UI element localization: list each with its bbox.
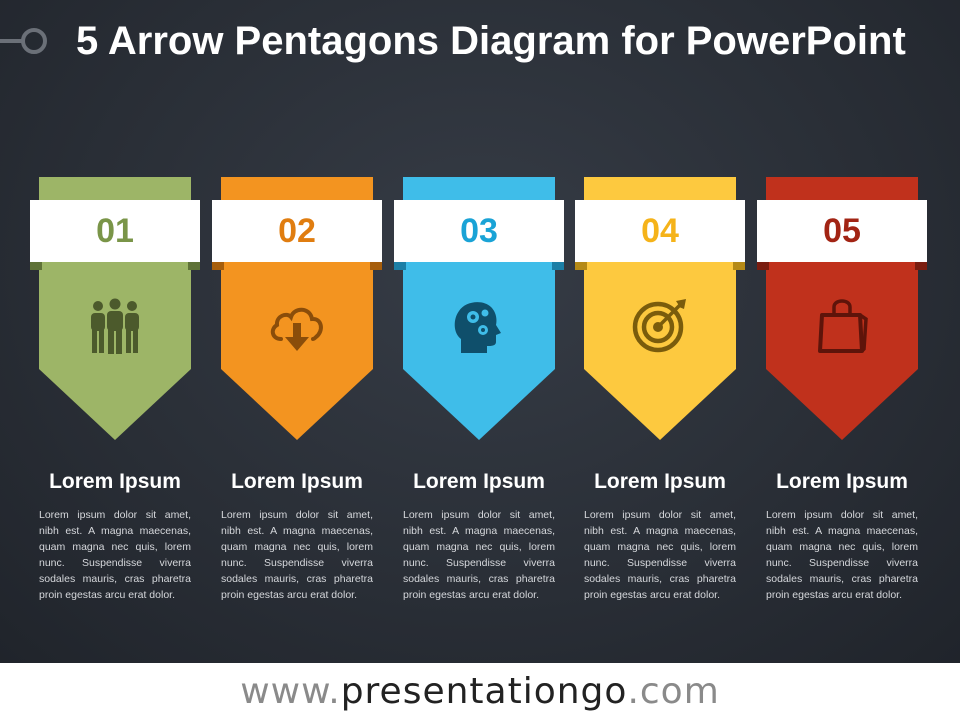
item-heading: Lorem Ipsum [776,470,908,493]
item-body: Lorem ipsum dolor sit amet, nibh est. A … [403,509,555,601]
item-heading: Lorem Ipsum [231,470,363,493]
item-number: 01 [30,200,200,262]
tab-fold [575,262,587,270]
item-number: 03 [394,200,564,262]
footer-brand: presentationgo [340,671,628,712]
tab-fold [552,262,564,270]
tab-fold [370,262,382,270]
footer-prefix: www. [240,671,341,712]
page-title: 5 Arrow Pentagons Diagram for PowerPoint [76,19,906,63]
pentagon-item-2: 02 Lorem Ipsum Lorem ipsum dolor sit ame… [212,0,402,663]
tab-fold [394,262,406,270]
pentagon-item-1: 01 Lorem Ipsum Lorem ipsum dolor sit ame… [30,0,220,663]
pentagon-item-5: 05 Lorem Ipsum Lorem ipsum dolor sit ame… [757,0,947,663]
item-body: Lorem ipsum dolor sit amet, nibh est. A … [584,509,736,601]
item-heading: Lorem Ipsum [594,470,726,493]
item-number: 05 [757,200,927,262]
footer-suffix: .com [627,671,720,712]
item-number: 02 [212,200,382,262]
head-gears-icon [454,302,501,353]
item-body: Lorem ipsum dolor sit amet, nibh est. A … [766,509,918,601]
item-body: Lorem ipsum dolor sit amet, nibh est. A … [221,509,373,601]
item-heading: Lorem Ipsum [413,470,545,493]
tab-fold [212,262,224,270]
tab-fold [757,262,769,270]
tab-fold [188,262,200,270]
item-body: Lorem ipsum dolor sit amet, nibh est. A … [39,509,191,601]
tab-fold [915,262,927,270]
pentagon-item-3: 03 Lorem Ipsum Lorem ipsum dolor sit ame… [394,0,584,663]
hook-decoration-icon [0,28,47,54]
slide: 5 Arrow Pentagons Diagram for PowerPoint… [0,0,960,663]
shopping-bag-icon [818,299,868,353]
footer-website: www.presentationgo.com [0,663,960,720]
pentagon-item-4: 04 Lorem Ipsum Lorem ipsum dolor sit ame… [575,0,765,663]
tab-fold [30,262,42,270]
cloud-download-icon [270,307,323,351]
item-number: 04 [575,200,745,262]
tab-fold [733,262,745,270]
target-arrow-icon [632,299,686,353]
item-heading: Lorem Ipsum [49,470,181,493]
people-group-icon [91,298,139,354]
